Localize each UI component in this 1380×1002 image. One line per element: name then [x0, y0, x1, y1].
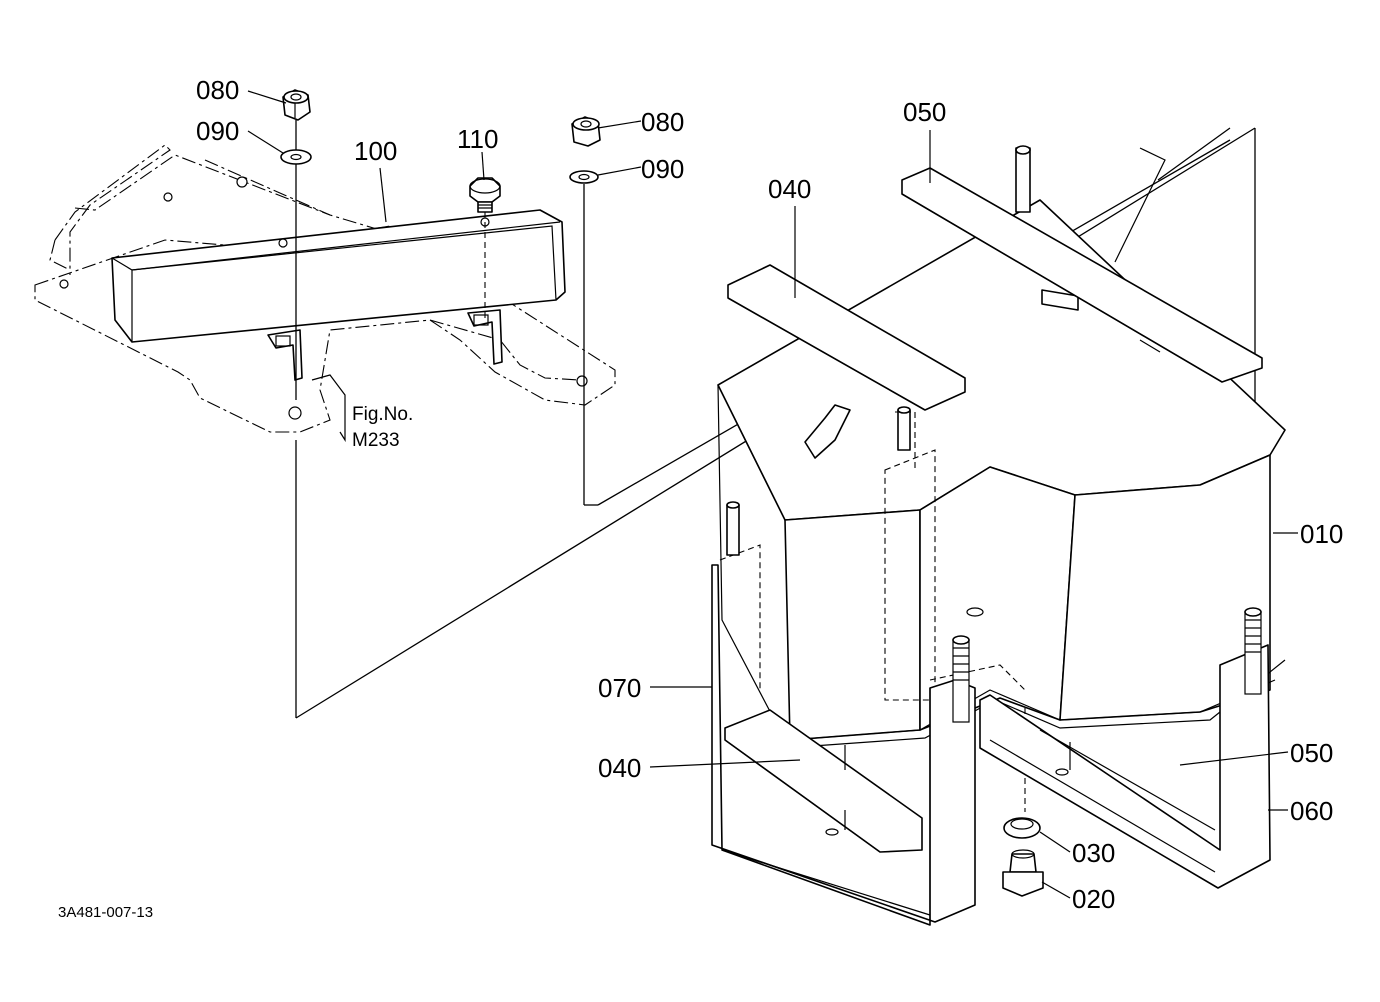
callout-060: 060 [1290, 796, 1333, 826]
callout-010: 010 [1300, 519, 1343, 549]
callout-080-left: 080 [196, 75, 239, 105]
callout-030: 030 [1072, 838, 1115, 868]
strap-040-top [727, 264, 966, 411]
gasket-030 [1003, 817, 1041, 839]
bolt-110 [469, 177, 501, 213]
fig-reference-label: Fig.No. [352, 404, 413, 425]
nut-080-right [571, 116, 601, 147]
fig-reference-number: M233 [352, 430, 400, 451]
strap-040-bottom [724, 709, 923, 853]
callout-050-bottom: 050 [1290, 738, 1333, 768]
callout-020: 020 [1072, 884, 1115, 914]
callout-040-bottom: 040 [598, 753, 641, 783]
callout-100: 100 [354, 136, 397, 166]
bracket-060 [979, 644, 1271, 889]
leader-lines [247, 90, 1298, 899]
washer-090-right [569, 170, 599, 184]
mounting-clips [267, 309, 503, 381]
callout-090-left: 090 [196, 116, 239, 146]
studs [726, 406, 1262, 723]
callout-070: 070 [598, 673, 641, 703]
washer-090-left [280, 149, 312, 165]
callout-040-top: 040 [768, 174, 811, 204]
cover-part-100 [111, 209, 566, 343]
drawing-code: 3A481-007-13 [58, 904, 153, 921]
callout-090-right: 090 [641, 154, 684, 184]
callout-050-top: 050 [903, 97, 946, 127]
callout-labels: 080 090 100 110 080 090 050 040 010 070 … [58, 75, 1343, 921]
nut-080-left [282, 89, 311, 121]
callout-110: 110 [457, 124, 498, 154]
drain-plug-020 [1002, 849, 1044, 897]
callout-080-right: 080 [641, 107, 684, 137]
